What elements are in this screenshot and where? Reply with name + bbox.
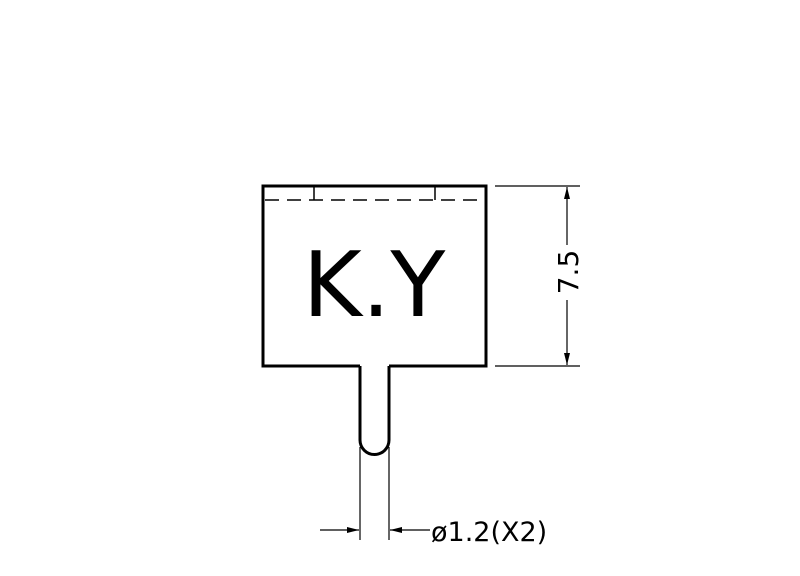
height-dimension-label: 7.5 (552, 250, 585, 295)
pin-dimension-label: ø1.2(X2) (431, 517, 547, 548)
height-dimension (495, 185, 580, 367)
component-body (261, 184, 488, 456)
pin (358, 366, 391, 456)
pin-dimension (320, 447, 430, 540)
part-marking: K.Y (303, 233, 447, 338)
hidden-lines (265, 187, 484, 201)
